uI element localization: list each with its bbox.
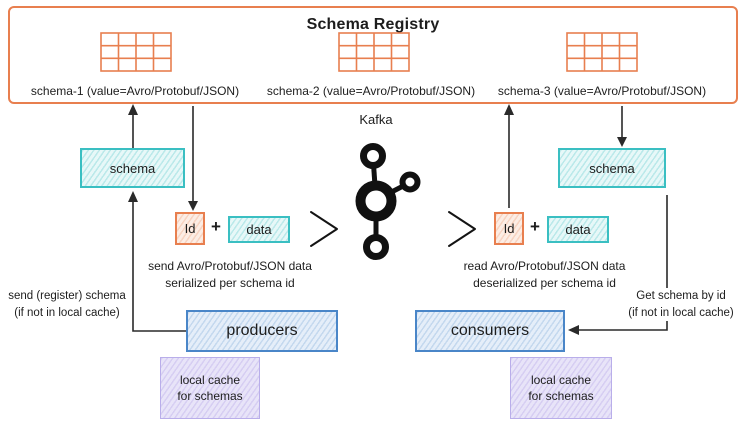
- consumer-id-label: Id: [503, 221, 515, 236]
- producer-schema-box: schema: [80, 148, 185, 188]
- producer-local-cache-box: local cache for schemas: [160, 357, 260, 419]
- producer-data-label: data: [246, 222, 272, 237]
- kafka-label: Kafka: [359, 112, 393, 127]
- consumer-flow-note: read Avro/Protobuf/JSON data deserialize…: [463, 259, 626, 290]
- consumer-get-note: Get schema by id (if not in local cache): [614, 288, 748, 322]
- producers-box: producers: [186, 310, 338, 352]
- registry-schema-1-label: schema-1 (value=Avro/Protobuf/JSON): [30, 84, 240, 98]
- producer-cache-label: local cache for schemas: [177, 372, 243, 403]
- producer-data-box: data: [228, 216, 290, 243]
- registry-schema-3-label: schema-3 (value=Avro/Protobuf/JSON): [497, 84, 707, 98]
- chevron-right-icon: [310, 211, 338, 247]
- arrow-consumer-id-to-registry: [504, 104, 514, 208]
- kafka-logo-icon: [355, 143, 421, 260]
- table-grid-icon: [100, 32, 172, 72]
- consumer-local-cache-box: local cache for schemas: [510, 357, 612, 419]
- arrow-registry-to-producer-id: [188, 106, 198, 211]
- table-grid-icon: [338, 32, 410, 72]
- producer-schema-label: schema: [109, 160, 156, 176]
- producer-id-box: Id: [175, 212, 205, 245]
- producers-label: producers: [226, 322, 298, 339]
- producer-plus-sign: +: [211, 217, 221, 236]
- consumer-schema-box: schema: [558, 148, 666, 188]
- arrow-registry-to-consumer-schema: [617, 106, 627, 147]
- consumer-schema-label: schema: [589, 160, 635, 176]
- producer-flow-note: send Avro/Protobuf/JSON data serialized …: [148, 259, 312, 290]
- table-grid-icon: [566, 32, 638, 72]
- registry-schema-2-label: schema-2 (value=Avro/Protobuf/JSON): [266, 84, 476, 98]
- consumer-data-label: data: [565, 222, 591, 237]
- arrow-producer-schema-to-registry: [128, 104, 138, 148]
- consumer-plus-sign: +: [530, 217, 540, 236]
- consumer-data-box: data: [547, 216, 609, 243]
- producer-register-note: send (register) schema (if not in local …: [2, 288, 132, 322]
- consumers-box: consumers: [415, 310, 565, 352]
- producer-id-label: Id: [184, 221, 196, 236]
- schema-registry-title: Schema Registry: [306, 16, 440, 33]
- consumer-cache-label: local cache for schemas: [528, 372, 594, 403]
- consumers-label: consumers: [450, 322, 530, 339]
- consumer-id-box: Id: [494, 212, 524, 245]
- chevron-right-icon: [448, 211, 476, 247]
